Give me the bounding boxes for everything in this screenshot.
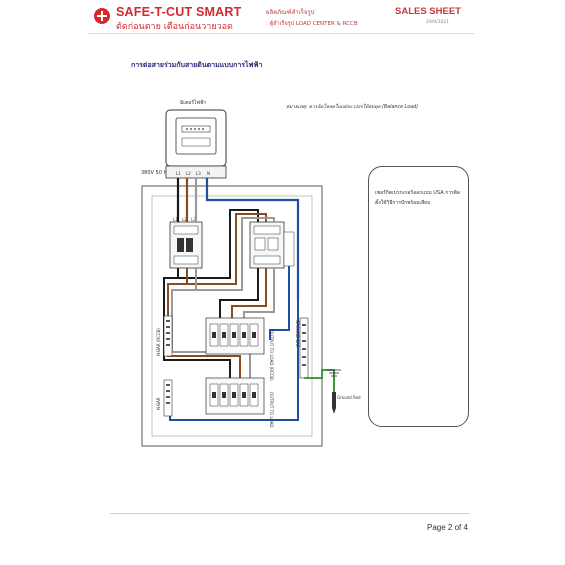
footer-divider xyxy=(110,513,470,514)
meter-face xyxy=(175,117,217,155)
meter-label: มิเตอร์ไฟฟ้า xyxy=(180,100,207,106)
rccb-branch-breakers xyxy=(205,317,265,355)
section-title: การต่อสายร่วมกับสายดินตามแบบการไฟฟ้า xyxy=(131,61,263,69)
meter-terminal-l1: L1 xyxy=(176,171,181,176)
wire-n-supply xyxy=(205,178,300,300)
ground-bar-label: GROUND-BAR xyxy=(295,320,300,348)
enclosure-inner-panel xyxy=(151,195,313,437)
brand-tagline: ตัดก่อนตาย เตือนก่อนวายวอด xyxy=(116,22,233,32)
ground-rod-label: Ground Rod xyxy=(337,395,361,400)
voltage-label: 380V 50 Hz xyxy=(141,170,170,176)
output-rccb-label: OUTPUT TO LOAD (RCCB) xyxy=(269,330,274,381)
wire-l2-rccb-bus xyxy=(231,268,267,318)
meter-display xyxy=(181,125,211,133)
meter-terminal-l3: L3 xyxy=(196,171,201,176)
supply-wires xyxy=(176,178,300,300)
meter-terminal-l2: L2 xyxy=(186,171,191,176)
sheet-date: 29/9/2021 xyxy=(426,20,450,25)
n-bar-rccb-label: N-BAR (RCCB) xyxy=(156,328,161,356)
wire-l3-rccb xyxy=(195,217,275,291)
logo-cross-icon-vertical xyxy=(101,11,103,21)
neutral-link-block xyxy=(283,231,295,267)
n-bar-rccb xyxy=(163,315,173,357)
sheet-title: SALES SHEET xyxy=(395,6,461,17)
wire-neutral-rccb xyxy=(269,266,290,340)
wire-l1-rccb-bus xyxy=(219,268,259,318)
page-number: Page 2 of 4 xyxy=(427,523,468,532)
electric-meter xyxy=(165,109,227,179)
wire-l1-load-bus xyxy=(163,277,231,378)
product-line-title: ผลิตภัณฑ์สำเร็จรูป xyxy=(266,9,315,16)
output-load-label: OUTPUT TO LOAD xyxy=(269,392,274,427)
wire-l3-rccb-bus xyxy=(243,268,275,318)
plugin-breaker-note: เซอร์กิตเบรกเกอร์ออกแบบ USA การติดตั้งใช… xyxy=(375,190,461,206)
load-branch-breakers xyxy=(205,377,265,415)
plugin-breaker-info-box xyxy=(368,166,469,427)
product-line-subtitle: : ตู้สำเร็จรูป LOAD CENTER & RCCB xyxy=(266,21,358,27)
brand-name: SAFE-T-CUT SMART xyxy=(116,5,242,19)
breaker-label-l1: L1 xyxy=(173,217,178,222)
wire-l2-rccb xyxy=(186,213,267,285)
ground-wire xyxy=(304,369,335,392)
balance-load-note: หมายเหตุ: ควรจัดโหลดในแต่ละวงจรให้สมดุล … xyxy=(286,105,419,110)
main-breaker xyxy=(169,221,203,269)
breaker-label-l2: L2 xyxy=(182,217,187,222)
n-bar-label: N-BAR xyxy=(156,397,161,410)
distribution-wires xyxy=(163,209,299,421)
header-divider xyxy=(88,33,474,34)
meter-terminal-n: N xyxy=(207,171,210,176)
rccb-device xyxy=(249,221,285,269)
breaker-label-l3: L3 xyxy=(191,217,196,222)
ground-rod-icon xyxy=(332,392,336,414)
wire-l1-rccb xyxy=(177,209,259,279)
